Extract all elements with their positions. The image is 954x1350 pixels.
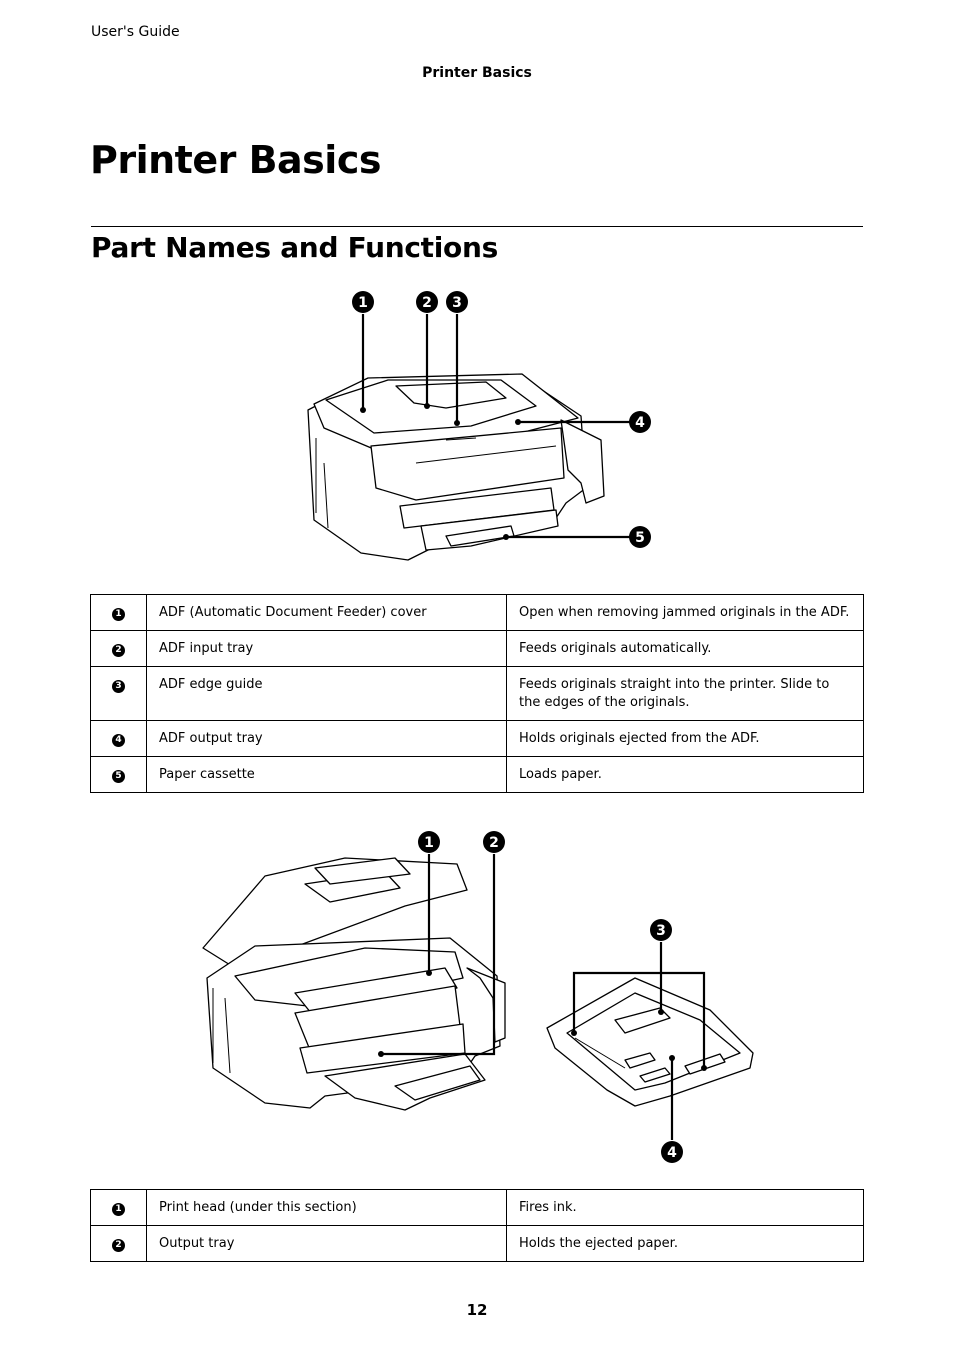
item-number-badge: 3 bbox=[112, 680, 125, 693]
item-number-badge: 4 bbox=[112, 734, 125, 747]
part-function: Holds the ejected paper. bbox=[506, 1225, 864, 1262]
svg-text:2: 2 bbox=[489, 835, 499, 851]
svg-text:1: 1 bbox=[358, 295, 368, 311]
item-number-badge: 2 bbox=[112, 1239, 125, 1252]
callout-4: 4 bbox=[629, 411, 651, 433]
table-row: 2 Output tray Holds the ejected paper. bbox=[90, 1225, 864, 1262]
part-function: Holds originals ejected from the ADF. bbox=[506, 720, 864, 757]
callout-3: 3 bbox=[650, 919, 672, 941]
parts-table-exterior: 1 ADF (Automatic Document Feeder) cover … bbox=[90, 594, 864, 793]
callout-5: 5 bbox=[629, 526, 651, 548]
printer-open-illustration: 1 2 3 4 bbox=[195, 828, 765, 1168]
svg-text:4: 4 bbox=[635, 415, 645, 431]
section-divider bbox=[91, 226, 863, 227]
part-name: ADF output tray bbox=[146, 720, 507, 757]
callout-1: 1 bbox=[352, 291, 374, 313]
svg-text:2: 2 bbox=[422, 295, 432, 311]
item-number-badge: 1 bbox=[112, 608, 125, 621]
chapter-title: Printer Basics bbox=[90, 138, 381, 182]
printer-front-illustration: 1 2 3 4 5 bbox=[296, 288, 666, 576]
part-name: ADF (Automatic Document Feeder) cover bbox=[146, 594, 507, 631]
part-function: Feeds originals automatically. bbox=[506, 630, 864, 667]
table-row: 1 Print head (under this section) Fires … bbox=[90, 1189, 864, 1226]
part-function: Open when removing jammed originals in t… bbox=[506, 594, 864, 631]
svg-text:3: 3 bbox=[656, 923, 666, 939]
item-number-badge: 2 bbox=[112, 644, 125, 657]
table-row: 3 ADF edge guide Feeds originals straigh… bbox=[90, 666, 864, 721]
svg-text:5: 5 bbox=[635, 530, 645, 546]
section-heading: Part Names and Functions bbox=[91, 231, 498, 264]
svg-text:1: 1 bbox=[424, 835, 434, 851]
svg-text:3: 3 bbox=[452, 295, 462, 311]
item-number-badge: 1 bbox=[112, 1203, 125, 1216]
table-row: 4 ADF output tray Holds originals ejecte… bbox=[90, 720, 864, 757]
callout-4: 4 bbox=[661, 1141, 683, 1163]
callout-2: 2 bbox=[483, 831, 505, 853]
part-name: Print head (under this section) bbox=[146, 1189, 507, 1226]
callout-1: 1 bbox=[418, 831, 440, 853]
table-row: 5 Paper cassette Loads paper. bbox=[90, 756, 864, 793]
table-row: 1 ADF (Automatic Document Feeder) cover … bbox=[90, 594, 864, 631]
running-header-guide-title: User's Guide bbox=[91, 24, 180, 40]
part-name: Output tray bbox=[146, 1225, 507, 1262]
callout-2: 2 bbox=[416, 291, 438, 313]
page-number: 12 bbox=[466, 1301, 488, 1319]
callout-3: 3 bbox=[446, 291, 468, 313]
item-number-badge: 5 bbox=[112, 770, 125, 783]
part-function: Loads paper. bbox=[506, 756, 864, 793]
parts-table-interior: 1 Print head (under this section) Fires … bbox=[90, 1189, 864, 1262]
part-name: ADF input tray bbox=[146, 630, 507, 667]
table-row: 2 ADF input tray Feeds originals automat… bbox=[90, 630, 864, 667]
svg-text:4: 4 bbox=[667, 1145, 677, 1161]
part-name: ADF edge guide bbox=[146, 666, 507, 721]
part-name: Paper cassette bbox=[146, 756, 507, 793]
part-function: Feeds originals straight into the printe… bbox=[506, 666, 864, 721]
part-function: Fires ink. bbox=[506, 1189, 864, 1226]
running-header-section-title: Printer Basics bbox=[422, 65, 532, 81]
